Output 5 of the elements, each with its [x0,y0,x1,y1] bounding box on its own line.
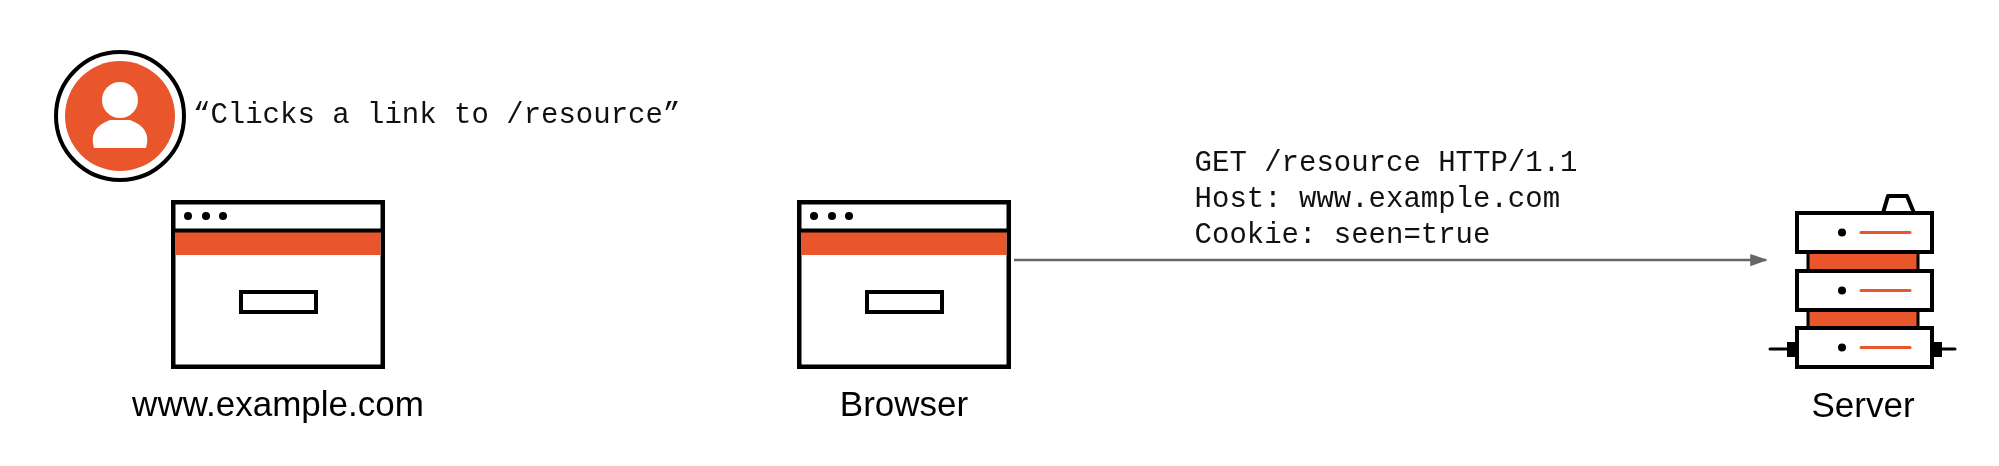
quote-text: “Clicks a link to /resource” [193,98,681,134]
node-label: www.example.com [132,383,424,425]
arrow [1014,253,1768,267]
node-label: Server [1811,384,1915,426]
node-label: Browser [839,383,969,425]
